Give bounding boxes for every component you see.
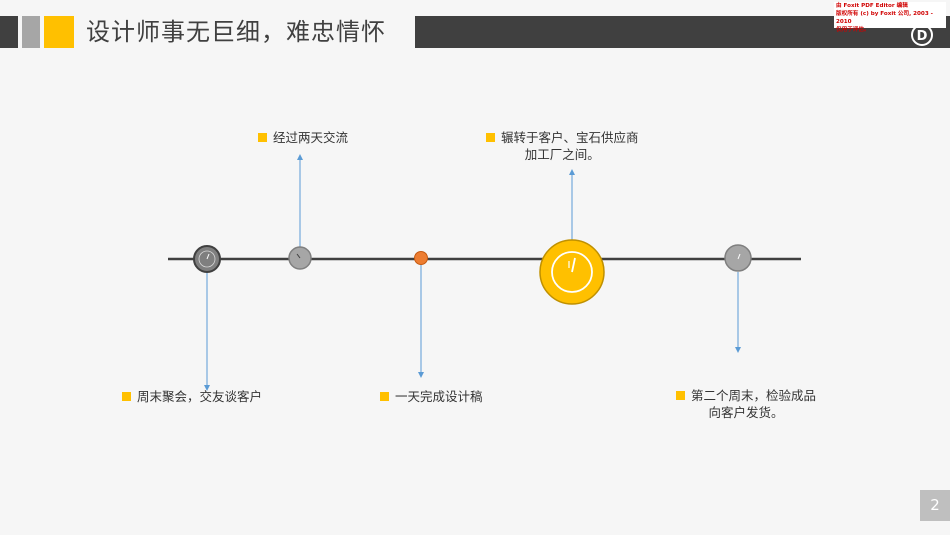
bullet-square-icon bbox=[486, 133, 495, 142]
page-number: 2 bbox=[920, 490, 950, 521]
bullet-square-icon bbox=[122, 392, 131, 401]
timeline-note-2: 经过两天交流 bbox=[258, 129, 348, 146]
header-accent-dark bbox=[0, 16, 18, 48]
bullet-square-icon bbox=[258, 133, 267, 142]
watermark-line: 版权所有 (c) by Foxit 公司, 2003 - 2010 bbox=[836, 11, 933, 25]
milestone-dial-5 bbox=[724, 244, 752, 272]
timeline-note-5: 第二个周末，检验成品 向客户发货。 bbox=[676, 387, 816, 421]
bullet-square-icon bbox=[380, 392, 389, 401]
watermark-line: 由 Foxit PDF Editor 编辑 bbox=[836, 3, 908, 9]
page-title: 设计师事无巨细，难忠情怀 bbox=[86, 18, 386, 46]
timeline-note-3: 一天完成设计稿 bbox=[380, 388, 483, 405]
timeline-note-4: 辗转于客户、宝石供应商 加工厂之间。 bbox=[486, 129, 639, 163]
milestone-dial-4 bbox=[539, 239, 605, 305]
header-accent-yellow bbox=[44, 16, 74, 48]
watermark-line: 仅用于评估。 bbox=[836, 27, 870, 33]
milestone-dot-3 bbox=[414, 251, 428, 265]
milestone-dial-2 bbox=[288, 246, 312, 270]
bullet-square-icon bbox=[676, 391, 685, 400]
header-accent-gray bbox=[22, 16, 40, 48]
milestone-dial-1 bbox=[193, 245, 221, 273]
editor-watermark: 由 Foxit PDF Editor 编辑 版权所有 (c) by Foxit … bbox=[834, 2, 946, 33]
timeline-note-1: 周末聚会，交友谈客户 bbox=[122, 388, 262, 405]
brand-logo-icon: D bbox=[911, 24, 933, 46]
